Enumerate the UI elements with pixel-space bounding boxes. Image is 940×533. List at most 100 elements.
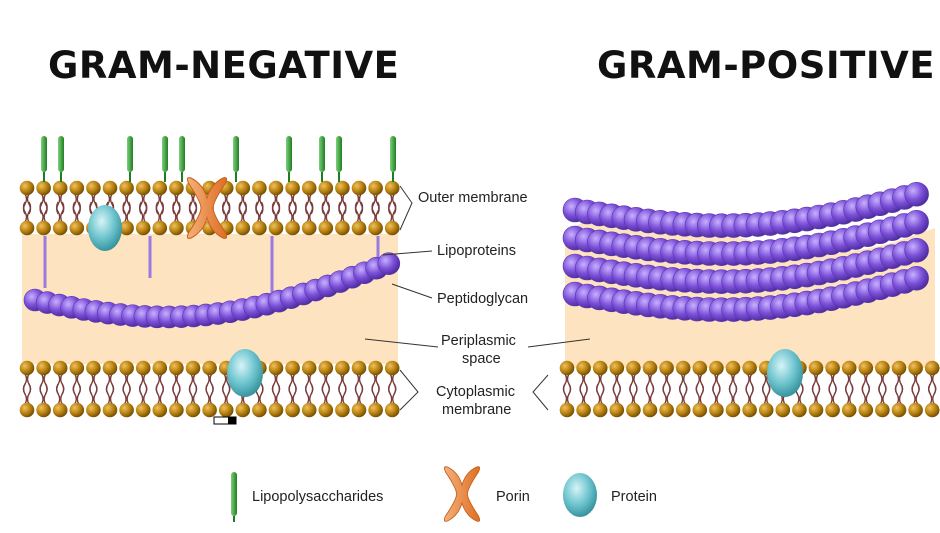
lipid-head: [169, 360, 184, 376]
lipid-tail: [275, 201, 281, 223]
lipid-tail: [662, 383, 667, 405]
lipid-head: [576, 402, 591, 418]
lipid-tail: [645, 383, 651, 405]
lipid-tail: [39, 201, 44, 223]
lipid-head: [675, 360, 691, 376]
lipid-head: [268, 402, 284, 418]
lipid-tail: [878, 383, 883, 405]
cytoplasmic-label: Cytoplasmic: [436, 384, 515, 400]
lipid-head: [841, 402, 857, 418]
lipid-head: [252, 220, 267, 236]
lipid-head: [119, 180, 134, 196]
lipid-head: [135, 360, 151, 376]
peptidoglycan-bead: [904, 237, 929, 263]
lipid-head: [152, 360, 168, 376]
lipid-tail: [732, 383, 738, 405]
lipid-head: [335, 360, 350, 376]
lipid-head: [19, 360, 35, 376]
lipid-tail: [72, 383, 77, 405]
cytoplasmic-membrane-positive: [559, 360, 940, 418]
lipid-tail: [139, 383, 144, 405]
lipid-head: [626, 402, 641, 418]
callout-lines: [364, 185, 591, 411]
lipid-head: [692, 402, 708, 418]
lipid-tail: [600, 383, 605, 405]
lipid-tail: [566, 383, 572, 405]
lipid-head: [924, 402, 940, 418]
lipid-tail: [176, 383, 181, 405]
lipid-head: [742, 360, 757, 376]
lipid-head: [301, 220, 317, 236]
lipid-tail: [849, 383, 854, 405]
lipid-head: [36, 180, 51, 196]
lipid-tail: [159, 383, 164, 405]
lipid-tail: [143, 383, 148, 405]
lipoproteins-label: Lipoproteins: [437, 243, 516, 259]
gram-positive-title: GRAM-POSITIVE: [597, 44, 936, 87]
lipid-tail: [126, 383, 131, 405]
gram-negative-title: GRAM-NEGATIVE: [48, 44, 400, 87]
lps-molecule: [58, 136, 64, 172]
lipid-head: [52, 180, 68, 196]
lipid-tail: [894, 383, 900, 405]
lipid-tail: [209, 383, 214, 405]
lipid-head: [875, 360, 890, 376]
lipid-head: [285, 220, 300, 236]
lipid-head: [135, 402, 151, 418]
lipid-tail: [354, 383, 360, 405]
lipid-head: [169, 220, 184, 236]
lipid-tail: [861, 383, 866, 405]
lps-molecule: [286, 136, 292, 172]
lipid-head: [626, 360, 641, 376]
lipid-head: [875, 402, 890, 418]
lipid-tail: [325, 383, 330, 405]
lipid-tail: [143, 201, 148, 223]
lipid-tail: [126, 201, 131, 223]
lipid-head: [218, 402, 234, 418]
periplasmic-label: Periplasmic: [441, 333, 516, 349]
lipid-head: [69, 360, 85, 376]
lipid-tail: [371, 201, 376, 223]
peptidoglycan-label: Peptidoglycan: [437, 291, 528, 307]
lipid-tail: [392, 201, 397, 223]
lipid-tail: [72, 201, 77, 223]
lipid-tail: [22, 383, 28, 405]
lipid-head: [642, 360, 658, 376]
lipid-tail: [292, 383, 297, 405]
lipid-head: [559, 360, 575, 376]
lipid-tail: [122, 201, 127, 223]
lipid-tail: [716, 383, 721, 405]
lipid-head: [102, 402, 118, 418]
protein-cytoplasmic-negative: [227, 349, 263, 397]
lipid-tail: [76, 383, 81, 405]
lipid-tail: [205, 383, 210, 405]
lipid-head: [36, 360, 51, 376]
lipid-head: [169, 180, 184, 196]
lipid-head: [559, 402, 575, 418]
lipid-head: [301, 180, 317, 196]
peptidoglycan-bead: [904, 265, 929, 291]
lipid-tail: [338, 201, 343, 223]
lipid-tail: [562, 383, 568, 405]
lipid-tail: [305, 383, 310, 405]
lipid-tail: [188, 383, 194, 405]
lipid-tail: [39, 383, 44, 405]
lipid-tail: [60, 201, 65, 223]
lipid-tail: [305, 201, 310, 223]
lipid-head: [318, 220, 334, 236]
peptidoglycan-bead: [377, 252, 401, 275]
lipid-head: [268, 220, 284, 236]
lipid-tail: [666, 383, 671, 405]
lipid-head: [301, 402, 317, 418]
lipid-head: [335, 402, 350, 418]
lipid-head: [908, 402, 923, 418]
lipid-tail: [629, 383, 634, 405]
lipid-tail: [342, 201, 347, 223]
lipid-head: [285, 180, 300, 196]
space-label: space: [462, 351, 501, 367]
lipid-head: [709, 360, 724, 376]
legend-lps-label: Lipopolysaccharides: [252, 489, 383, 505]
lipid-head: [185, 402, 201, 418]
lipid-head: [592, 360, 608, 376]
lipid-head: [675, 402, 691, 418]
